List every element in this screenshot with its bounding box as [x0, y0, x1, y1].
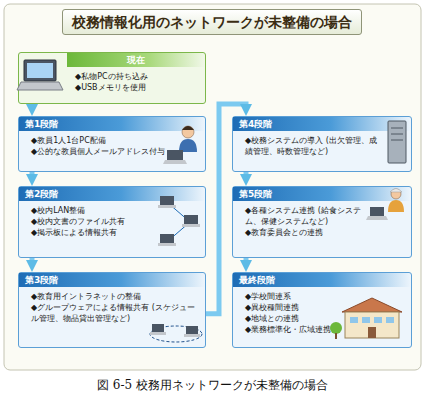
- laptop-screen: [167, 150, 183, 160]
- outer-frame: [4, 4, 421, 370]
- server-tower: [388, 121, 406, 163]
- stage-item: ◆教育委員会との連携: [233, 227, 411, 238]
- stage-header: 最終段階: [233, 273, 411, 287]
- person-hair: [182, 126, 194, 130]
- laptop-base: [150, 332, 166, 335]
- stage-item: ◆教員1人1台PC配備: [19, 135, 205, 146]
- laptop-base: [17, 82, 63, 90]
- flow-arrow: [244, 172, 249, 178]
- stage-item: ◆私物PCの持ち込み: [19, 71, 205, 82]
- figure-caption: 図 6-5 校務用ネットワークが未整備の場合: [0, 377, 425, 394]
- person-head: [391, 189, 401, 199]
- person-hair: [390, 189, 402, 193]
- laptop-base: [184, 334, 200, 337]
- stage-item: ◆グループウェアによる情報共有 (スケジュール管理、物品貸出管理など): [19, 302, 205, 324]
- stage-box: 第4段階 ◆校務システムの導入 (出欠管理、成績管理、時数管理など): [232, 116, 412, 172]
- laptop-base: [158, 243, 176, 246]
- stage-item: ◆校内文書のファイル共有: [19, 216, 205, 227]
- flow-arrow: [30, 172, 35, 178]
- school-window: [374, 317, 382, 323]
- flow-arrow: [30, 104, 35, 108]
- laptop-screen: [184, 215, 198, 224]
- school-window: [362, 317, 370, 323]
- stage-header: 第4段階: [233, 117, 411, 131]
- stage-item: ◆公的な教員個人メールアドレス付与: [19, 146, 205, 157]
- stage-item: ◆USBメモリを使用: [19, 82, 205, 93]
- stage-box: 第2段階 ◆校内LAN整備◆校内文書のファイル共有◆掲示板による情報共有: [18, 186, 206, 258]
- tree: [330, 322, 342, 334]
- stage-item: ◆業務標準化・広域連携: [233, 324, 411, 335]
- server-slot: [391, 128, 403, 129]
- flow-arrow: [244, 258, 249, 264]
- stage-box: 第1段階 ◆教員1人1台PC配備◆公的な教員個人メールアドレス付与: [18, 116, 206, 172]
- laptop-base: [182, 224, 200, 227]
- laptop-base: [163, 160, 187, 164]
- stage-item: ◆各種システム連携 (給食システム、保健システムなど): [233, 205, 411, 227]
- server-slot: [391, 134, 403, 135]
- stage-item: ◆異校種間連携: [233, 302, 411, 313]
- stage-item: ◆校内LAN整備: [19, 205, 205, 216]
- laptop-screen: [160, 234, 174, 243]
- intranet-ring: [150, 326, 202, 342]
- person-body: [388, 200, 404, 212]
- stage-header: 第3段階: [19, 273, 205, 287]
- stage-box: 第5段階 ◆各種システム連携 (給食システム、保健システムなど)◆教育委員会との連…: [232, 186, 412, 258]
- tree-trunk: [335, 333, 337, 339]
- laptop-screen: [24, 60, 56, 81]
- laptop-screen: [160, 196, 174, 205]
- stage-box: 第3段階 ◆教育用イントラネットの整備◆グループウェアによる情報共有 (スケジュー…: [18, 272, 206, 348]
- laptop-base: [366, 216, 388, 220]
- laptop-screen: [370, 207, 384, 216]
- stage-header: 第2段階: [19, 187, 205, 201]
- stage-item: ◆校務システムの導入 (出欠管理、成績管理、時数管理など): [233, 135, 411, 157]
- laptop-display: [27, 63, 53, 78]
- laptop-base: [158, 205, 176, 208]
- stage-header: 現在: [67, 53, 205, 67]
- stage-item: ◆掲示板による情報共有: [19, 227, 205, 238]
- current-state-box: 現在 ◆私物PCの持ち込み◆USBメモリを使用: [18, 52, 206, 104]
- stage-item: ◆地域との連携: [233, 313, 411, 324]
- stage-header: 第1段階: [19, 117, 205, 131]
- stage-header: 第5段階: [233, 187, 411, 201]
- person-body: [179, 139, 197, 152]
- school-building: [345, 312, 399, 338]
- person-head: [182, 126, 194, 138]
- school-roof: [342, 298, 402, 312]
- school-window: [350, 317, 358, 323]
- stage-box: 最終段階 ◆学校間連系◆異校種間連携◆地域との連携◆業務標準化・広域連携: [232, 272, 412, 348]
- stage-item: ◆学校間連系: [233, 291, 411, 302]
- laptop-screen: [186, 326, 198, 334]
- school-door: [368, 327, 376, 338]
- laptop-screen: [152, 324, 164, 332]
- stage-item: ◆教育用イントラネットの整備: [19, 291, 205, 302]
- server-slot: [391, 140, 403, 141]
- school-window: [386, 317, 394, 323]
- lan-cable: [168, 203, 190, 241]
- flow-arrow: [206, 104, 246, 314]
- title-banner: 校務情報化用のネットワークが未整備の場合: [62, 9, 362, 35]
- flow-arrow: [30, 258, 35, 264]
